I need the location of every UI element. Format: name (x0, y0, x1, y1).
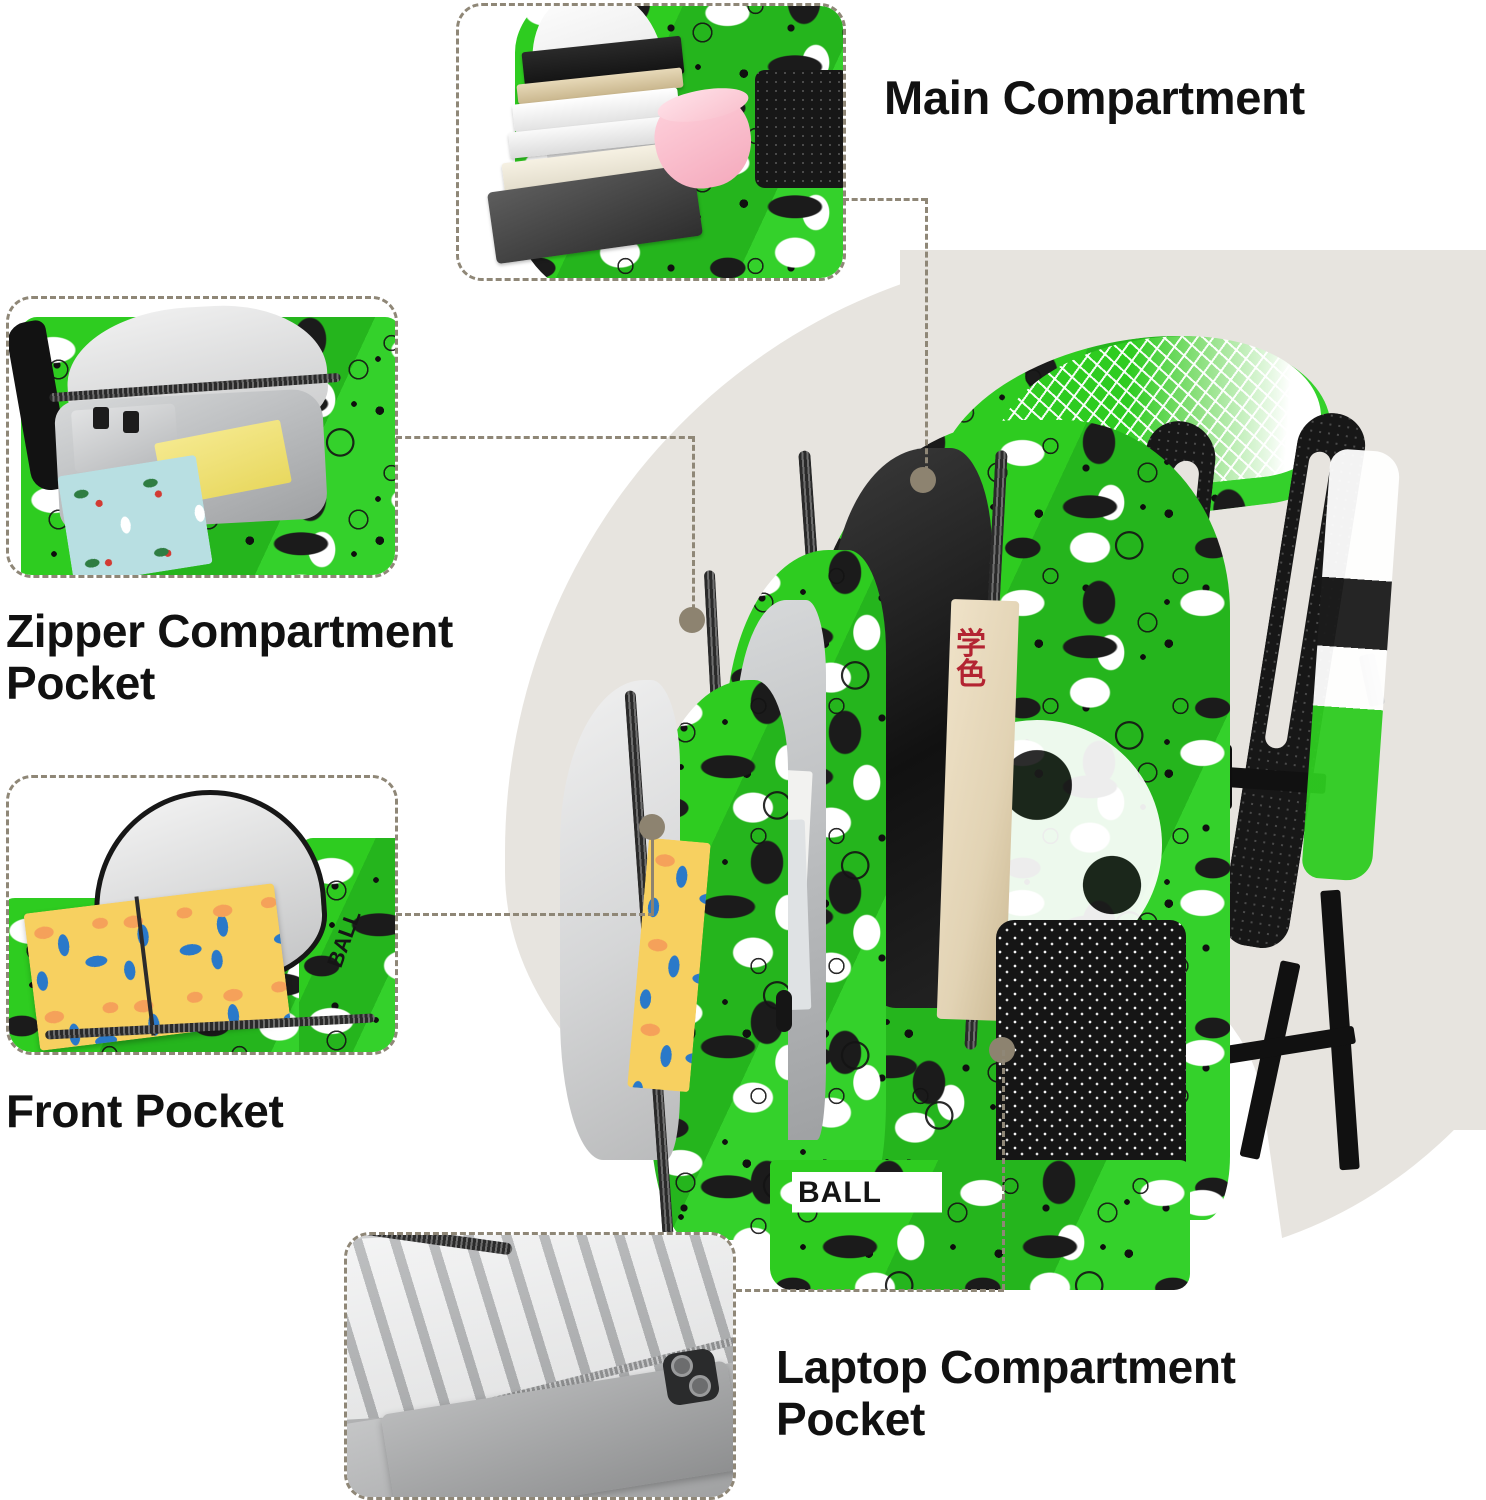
connector-main-compartment-v (925, 198, 928, 490)
zipper-compartment-photo (9, 299, 395, 575)
connector-zipper-compartment-v (692, 436, 695, 628)
photo-tablet-camera-lens-2 (689, 1375, 711, 1397)
dot-zipper-compartment (679, 607, 705, 633)
connector-front-pocket-h (396, 913, 654, 916)
main-compartment-callout[interactable] (456, 3, 846, 281)
front-pocket-photo: BALL (9, 778, 395, 1052)
front-pocket-callout[interactable]: BALL (6, 775, 398, 1055)
label-front-pocket: Front Pocket (6, 1085, 284, 1137)
dot-main-compartment (910, 467, 936, 493)
photo-tablet-camera-module (661, 1347, 721, 1407)
connector-zipper-compartment-h (396, 436, 694, 439)
label-laptop-compartment: Laptop Compartment Pocket (776, 1341, 1236, 1445)
photo-bag-mesh (755, 70, 843, 188)
photo-zip-buckle-1 (93, 407, 109, 429)
main-compartment-photo (459, 6, 843, 278)
zipper-compartment-callout[interactable] (6, 296, 398, 578)
connector-main-compartment-h (843, 198, 927, 201)
zipper-pull (776, 990, 792, 1032)
bottom-ball-text: BALL (792, 1172, 942, 1268)
laptop-compartment-callout[interactable] (344, 1232, 736, 1500)
pencil-case-print: 学色 (956, 628, 986, 691)
label-zipper-compartment: Zipper Compartment Pocket (6, 605, 453, 709)
photo-zip-buckle-2 (123, 411, 139, 433)
label-main-compartment: Main Compartment (884, 71, 1305, 124)
dot-front-pocket (639, 814, 665, 840)
photo-tablet-camera-lens-1 (671, 1355, 693, 1377)
laptop-compartment-photo (347, 1235, 733, 1497)
connector-laptop-compartment-h (736, 1289, 1004, 1292)
connector-front-pocket-stem (651, 830, 654, 916)
connector-laptop-compartment-v (1002, 1050, 1005, 1290)
product-photo-backpack: 学色 BALL (560, 300, 1460, 1290)
photo-zip-xmas-notebook (57, 454, 213, 575)
